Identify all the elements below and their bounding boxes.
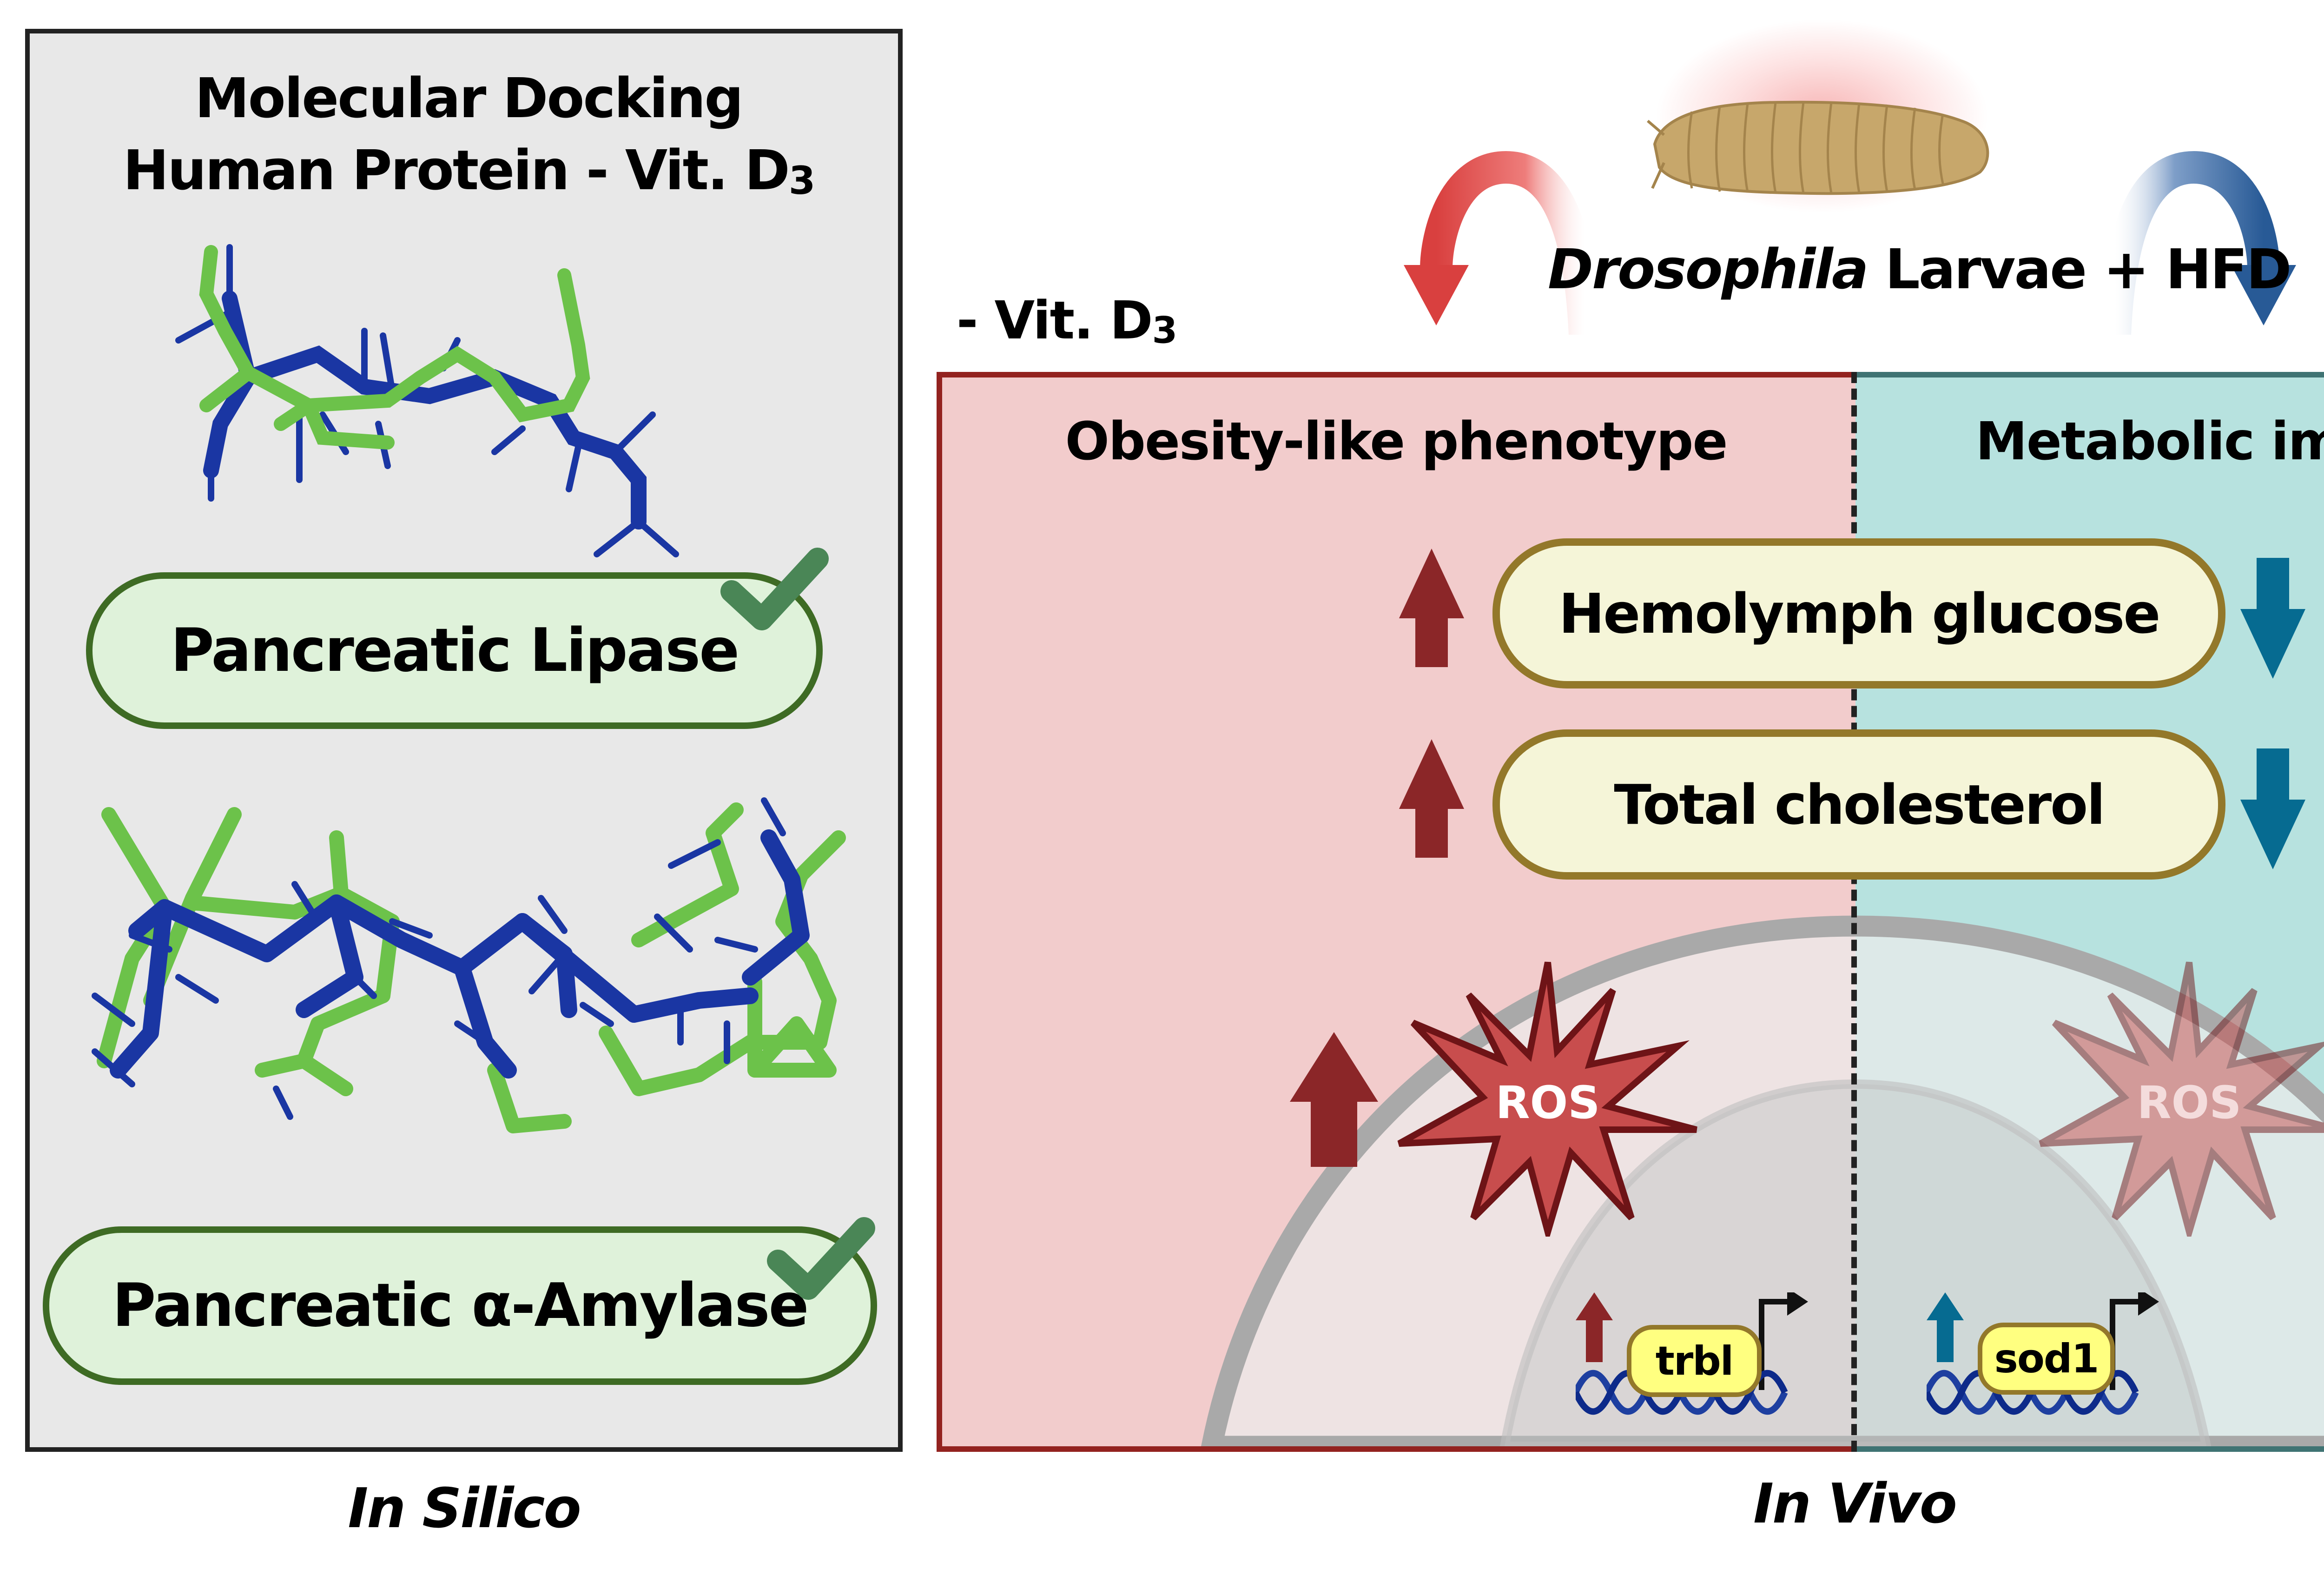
gene-label-sod1: sod1: [1994, 1335, 2100, 1382]
subscript-3: 3: [1152, 309, 1178, 352]
ros-burst-low-icon: ROS: [2039, 961, 2324, 1237]
ros-label-high: ROS: [1496, 1077, 1600, 1129]
target-label-amylase: Pancreatic α-Amylase: [112, 1271, 809, 1340]
increase-arrow-icon: [1399, 549, 1464, 667]
in-silico-caption: In Silico: [348, 1476, 581, 1540]
check-icon: [720, 548, 829, 630]
reference-hydrogens-lipase: [175, 244, 679, 557]
metabolite-label-glucose: Hemolymph glucose: [1558, 581, 2161, 646]
check-icon: [767, 1217, 875, 1300]
minus-vitd3-label: - Vit. D3: [957, 291, 1178, 352]
left-heading: Obesity-like phenotype: [1065, 411, 1728, 472]
panel-title-line2: Human Protein - Vit. D3: [30, 138, 907, 203]
metabolite-label-cholesterol: Total cholesterol: [1614, 772, 2105, 837]
gene-pill-trbl: trbl: [1627, 1325, 1762, 1397]
metabolite-pill-glucose: Hemolymph glucose: [1492, 538, 2225, 689]
reference-ligand-amylase: [110, 829, 810, 1079]
target-pill-amylase: Pancreatic α-Amylase: [43, 1226, 877, 1385]
promoter-arrow-icon: [1759, 1299, 1789, 1390]
ros-burst-high-icon: ROS: [1397, 961, 1697, 1237]
in-vivo-caption: In Vivo: [1753, 1471, 1957, 1536]
gene-increase-arrow-icon: [1576, 1292, 1613, 1362]
curved-arrow-right-icon: [2099, 151, 2296, 335]
reference-ligand-lipase: [203, 291, 647, 530]
docking-structure-amylase: [92, 797, 846, 1133]
ros-increase-arrow-icon: [1290, 1032, 1378, 1167]
docking-structure-lipase: [175, 244, 679, 557]
target-label-lipase: Pancreatic Lipase: [171, 616, 739, 685]
minus-vitd3-text: - Vit. D: [957, 291, 1153, 351]
gene-increase-arrow-icon: [1927, 1292, 1964, 1362]
gene-label-trbl: trbl: [1655, 1337, 1734, 1384]
cell-illustration: [1201, 915, 2324, 1446]
decrease-arrow-icon: [2240, 748, 2305, 869]
target-pill-lipase: Pancreatic Lipase: [86, 572, 823, 729]
condition-divider: [1851, 372, 1857, 1452]
ros-label-low: ROS: [2137, 1077, 2242, 1129]
gene-pill-sod1: sod1: [1978, 1323, 2115, 1395]
model-organism: Drosophila: [1548, 237, 1869, 301]
in-silico-panel: Molecular Docking Human Protein - Vit. D…: [25, 29, 903, 1452]
drosophila-larva-icon: [1647, 100, 1989, 195]
vitamin-d3-ligand-lipase: [199, 245, 590, 450]
panel-title-line1: Molecular Docking: [195, 66, 744, 130]
decrease-arrow-icon: [2240, 558, 2305, 679]
curved-arrow-left-icon: [1404, 151, 1601, 335]
right-heading: Metabolic improvement: [1975, 411, 2324, 472]
reference-hydrogens-amylase: [92, 797, 786, 1120]
model-condition: Larvae + HFD: [1867, 237, 2292, 301]
panel-title-line2-text: Human Protein - Vit. D: [123, 138, 790, 202]
metabolite-pill-cholesterol: Total cholesterol: [1492, 729, 2225, 880]
model-label: Drosophila Larvae + HFD: [1548, 237, 2292, 301]
increase-arrow-icon: [1399, 739, 1464, 858]
subscript-3: 3: [788, 158, 816, 203]
